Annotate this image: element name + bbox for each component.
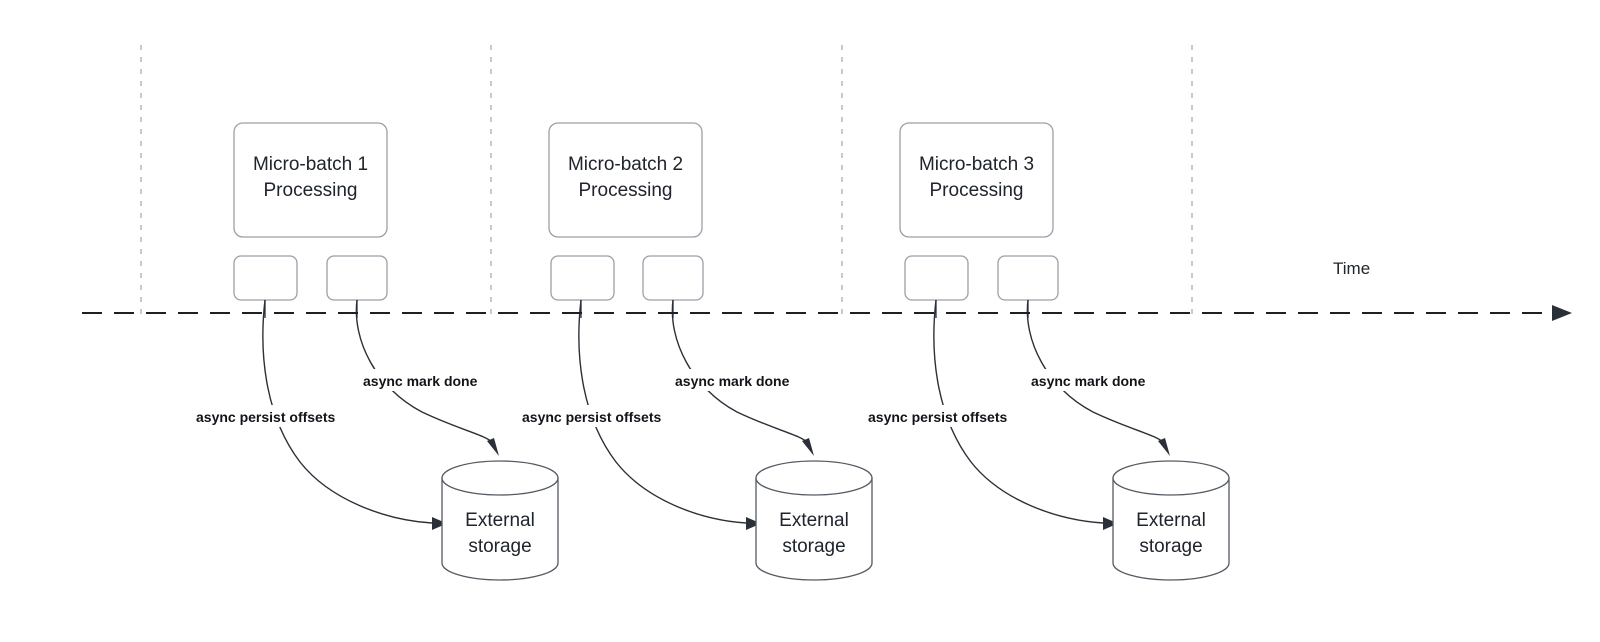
- micro-batch-2-markdone-task-box[interactable]: [642, 255, 704, 301]
- external-storage-1-label-line1: External: [465, 510, 535, 531]
- micro-batch-2-markdone-edge: [671, 299, 809, 444]
- micro-batch-3-persist-task-box[interactable]: [904, 255, 969, 301]
- micro-batch-3-box[interactable]: [899, 122, 1054, 238]
- micro-batch-2-markdone-arrowhead: [802, 438, 814, 456]
- time-axis: Time: [82, 259, 1572, 321]
- micro-batch-1-label-line1: Micro-batch 1: [253, 154, 368, 175]
- task-stem-group: [264, 300, 1029, 318]
- micro-batch-1-markdone-label-bg: [360, 369, 500, 391]
- micro-batch-2-persist-label-bg: [518, 405, 700, 427]
- micro-batch-3-label-line1: Micro-batch 3: [919, 154, 1034, 175]
- micro-batch-2-persist-edge: [578, 299, 747, 524]
- micro-batch-3-persist-arrowhead: [1103, 517, 1118, 530]
- micro-batch-1-persist-task-box[interactable]: [233, 255, 298, 301]
- external-storage-3-label-line2: storage: [1139, 536, 1202, 557]
- micro-batch-2-box[interactable]: [548, 122, 703, 238]
- micro-batch-1-persist-arrowhead: [432, 517, 447, 530]
- micro-batch-1-persist-edge: [262, 299, 433, 524]
- micro-batch-1-markdone-edge: [355, 299, 494, 444]
- micro-batch-2-persist-task-box[interactable]: [550, 255, 615, 301]
- external-storage-1-label-line2: storage: [468, 536, 531, 557]
- micro-batch-3-persist-label: async persist offsets: [868, 409, 1007, 425]
- micro-batch-3-markdone-label-bg: [1028, 369, 1168, 391]
- micro-batch-3-markdone-task-box[interactable]: [997, 255, 1059, 301]
- external-storage-1[interactable]: External storage: [441, 460, 559, 581]
- group-1: Micro-batch 1 Processing async persist o…: [192, 122, 559, 581]
- external-storage-2-label-line2: storage: [782, 536, 845, 557]
- micro-batch-3-markdone-edge: [1026, 299, 1165, 444]
- micro-batch-3-label-line2: Processing: [930, 180, 1024, 201]
- micro-batch-3-markdone-label: async mark done: [1031, 373, 1146, 389]
- time-axis-label: Time: [1333, 259, 1370, 278]
- external-storage-3[interactable]: External storage: [1112, 460, 1230, 581]
- micro-batch-1-persist-label-bg: [192, 405, 374, 427]
- micro-batch-2-markdone-label-bg: [672, 369, 812, 391]
- group-3: Micro-batch 3 Processing async persist o…: [864, 122, 1230, 581]
- group-2: Micro-batch 2 Processing async persist o…: [518, 122, 873, 581]
- micro-batch-1-label-line2: Processing: [264, 180, 358, 201]
- micro-batch-2-label-line2: Processing: [579, 180, 673, 201]
- micro-batch-1-markdone-arrowhead: [487, 438, 499, 456]
- micro-batch-2-markdone-label: async mark done: [675, 373, 790, 389]
- micro-batch-3-persist-edge: [933, 299, 1104, 524]
- batch-divider-group: [140, 45, 1193, 320]
- micro-batch-1-persist-label: async persist offsets: [196, 409, 335, 425]
- external-storage-3-label-line1: External: [1136, 510, 1206, 531]
- micro-batch-3-markdone-arrowhead: [1158, 438, 1170, 456]
- micro-batch-2-persist-label: async persist offsets: [522, 409, 661, 425]
- micro-batch-2-persist-arrowhead: [746, 517, 761, 530]
- micro-batch-3-persist-label-bg: [864, 405, 1046, 427]
- micro-batch-1-markdone-task-box[interactable]: [326, 255, 388, 301]
- micro-batch-2-label-line1: Micro-batch 2: [568, 154, 683, 175]
- time-axis-arrowhead: [1552, 305, 1572, 321]
- external-storage-2-label-line1: External: [779, 510, 849, 531]
- micro-batch-1-box[interactable]: [233, 122, 388, 238]
- external-storage-2[interactable]: External storage: [755, 460, 873, 581]
- micro-batch-1-markdone-label: async mark done: [363, 373, 478, 389]
